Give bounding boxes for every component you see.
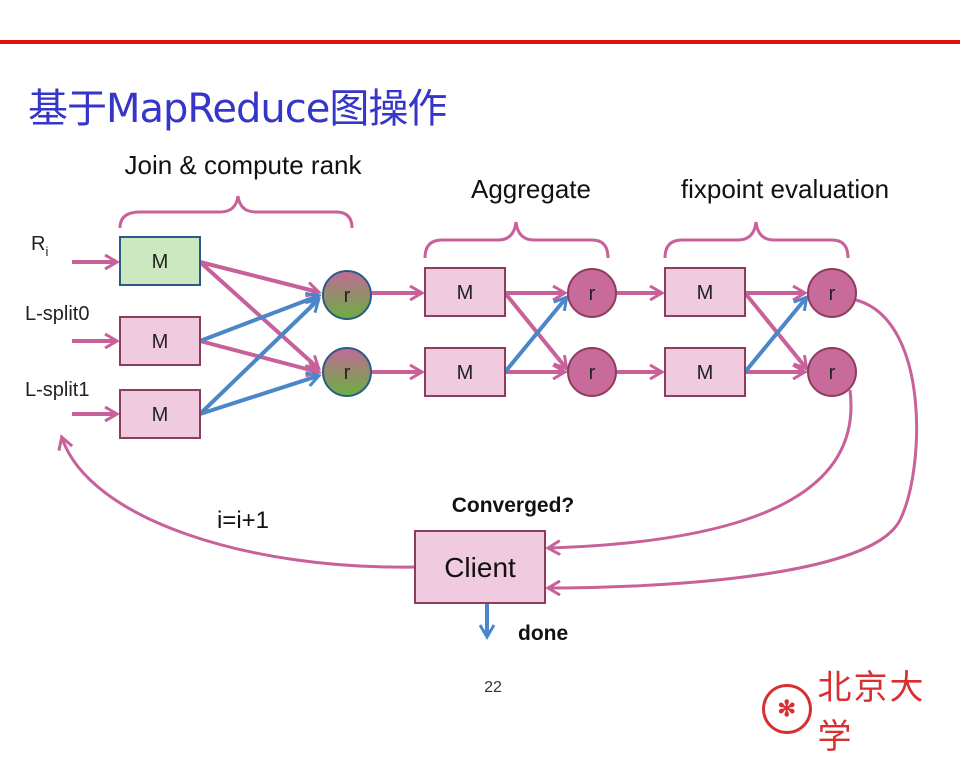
map-box-join-2: [119, 389, 201, 439]
reduce-label: r: [829, 362, 836, 384]
stage-label-fixpoint: fixpoint evaluation: [681, 174, 889, 204]
edge-blue: [199, 296, 318, 343]
reduce-label: r: [344, 362, 351, 384]
converged-label: Converged?: [452, 494, 575, 517]
edge-r2-to-client: [549, 389, 853, 548]
client-label: Client: [444, 552, 516, 583]
reduce-label: r: [829, 283, 836, 305]
reduce-label: r: [589, 362, 596, 384]
map-box-join-1: [119, 316, 201, 366]
loop-label: i=i+1: [217, 507, 269, 534]
map-label: M: [152, 331, 169, 353]
edge-pink: [503, 291, 566, 368]
university-logo: ✻ 北京大学: [762, 660, 960, 758]
brace-aggregate: [423, 221, 610, 259]
done-label: done: [518, 622, 568, 645]
map-label: M: [152, 251, 169, 273]
reduce-node-aggregate-0: [567, 268, 617, 318]
logo-text: 北京大学: [817, 668, 926, 757]
page-number: 22: [484, 679, 502, 696]
header-rule: [0, 40, 960, 44]
map-box-fixpoint-0: [664, 267, 746, 317]
input-label-ri: Ri: [31, 233, 48, 259]
edge-blue: [198, 300, 318, 416]
page-title: 基于MapReduce图操作: [28, 86, 447, 132]
edge-pink: [743, 291, 806, 368]
map-label: M: [152, 404, 169, 426]
map-label: M: [457, 362, 474, 384]
reduce-label: r: [344, 285, 351, 307]
client-box: [414, 530, 546, 604]
edge-client-loop: [62, 438, 416, 569]
edge-r1-to-client: [549, 298, 919, 588]
map-label: M: [697, 282, 714, 304]
reduce-label: r: [589, 283, 596, 305]
stage-label-join: Join & compute rank: [124, 150, 362, 180]
reduce-node-fixpoint-1: [807, 347, 857, 397]
map-box-aggregate-0: [424, 267, 506, 317]
reduce-node-join-0: [322, 270, 372, 320]
map-box-aggregate-1: [424, 347, 506, 397]
edge-blue: [199, 376, 318, 416]
brace-fixpoint: [663, 221, 850, 259]
university-seal-icon: ✻: [762, 684, 812, 734]
reduce-node-fixpoint-0: [807, 268, 857, 318]
mapreduce-diagram: Join & compute rank Aggregate fixpoint e…: [25, 150, 919, 696]
reduce-node-aggregate-1: [567, 347, 617, 397]
brace-join: [118, 195, 354, 229]
stage-label-aggregate: Aggregate: [471, 174, 591, 204]
input-label-lsplit1: L-split1: [25, 379, 89, 401]
edge-blue: [743, 298, 806, 374]
map-box-join-0: [119, 236, 201, 286]
map-label: M: [697, 362, 714, 384]
edge-pink: [199, 260, 318, 292]
edge-pink: [198, 260, 318, 368]
reduce-node-join-1: [322, 347, 372, 397]
map-label: M: [457, 282, 474, 304]
edge-blue: [503, 298, 566, 374]
map-box-fixpoint-1: [664, 347, 746, 397]
input-label-lsplit0: L-split0: [25, 303, 89, 325]
